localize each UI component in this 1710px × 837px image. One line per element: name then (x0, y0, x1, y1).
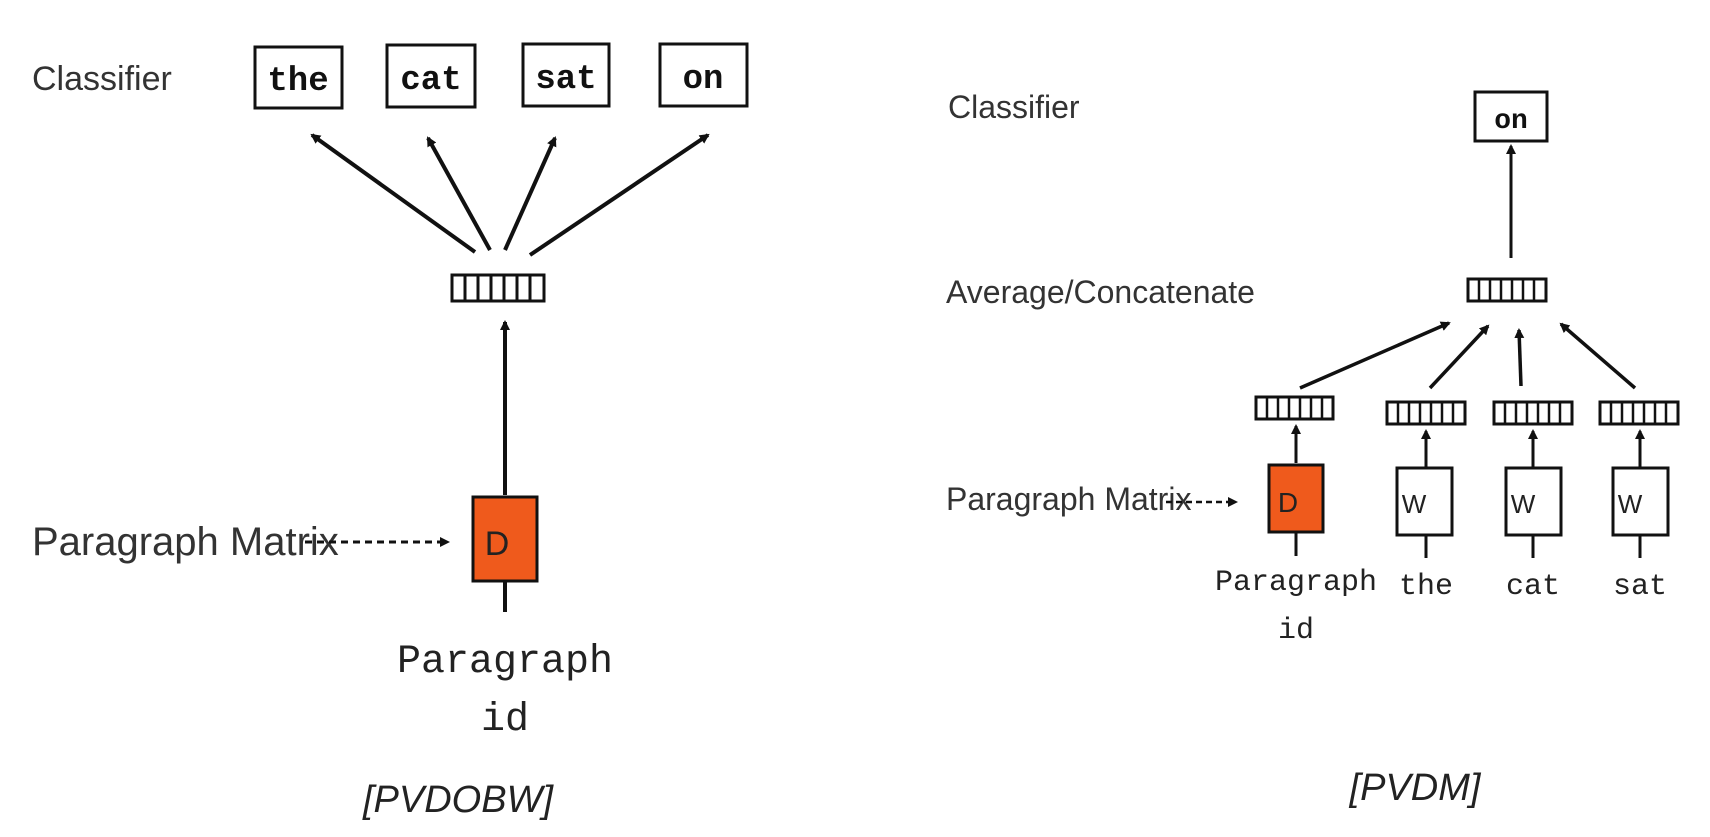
pvdbow-d-text: D (485, 525, 510, 563)
pvdbow-paragraph-id-line1: Paragraph (397, 640, 613, 685)
pvdbow-output-cat: cat (385, 43, 477, 109)
pvdm-w-text-sat: W (1618, 489, 1643, 519)
pvdbow-caption: [PVDOBW] (362, 779, 554, 821)
pvdm-input-the: the (1399, 570, 1453, 604)
pvdbow-paragraph-id-line2: id (481, 698, 529, 743)
pvdm-lookup-arrows (1291, 424, 1645, 468)
pvdbow-paragraph-d-box: D (471, 495, 539, 583)
pvdbow-hidden-vector (450, 273, 546, 303)
pvdm-output-on-text: on (1494, 106, 1528, 137)
pvdbow-diagram: Classifier the cat sat on (32, 42, 749, 821)
pvdm-w-text-the: W (1402, 489, 1427, 519)
pvdm-input-stems (1294, 532, 1642, 558)
pvdm-word-vector-sat (1598, 400, 1680, 426)
pvdbow-output-arrows (310, 133, 710, 257)
pvdm-d-text: D (1278, 487, 1298, 518)
pvdm-average-label: Average/Concatenate (946, 274, 1255, 310)
pvdbow-output-the-text: the (267, 63, 328, 101)
pvdm-paragraph-d-box: D (1267, 463, 1325, 534)
pvdbow-classifier-label: Classifier (32, 60, 172, 98)
pvdbow-output-the: the (253, 45, 344, 110)
pvdm-w-box-sat: W (1611, 466, 1670, 537)
pvdbow-paragraph-matrix-label: Paragraph Matrix (32, 520, 339, 564)
pvdm-paragraph-vector (1254, 395, 1335, 421)
pvdbow-output-on: on (658, 42, 749, 108)
pvdm-paragraph-matrix-label: Paragraph Matrix (946, 481, 1191, 517)
pvdm-hidden-vector (1466, 277, 1548, 303)
pvdm-output-on: on (1473, 90, 1549, 143)
pvdm-input-cat: cat (1506, 570, 1560, 604)
pvdm-w-text-cat: W (1511, 489, 1536, 519)
pvdbow-output-sat-text: sat (535, 61, 596, 99)
pvdm-word-vector-cat (1492, 400, 1574, 426)
pvdbow-output-on-text: on (683, 61, 724, 99)
pvdbow-output-cat-text: cat (400, 62, 461, 100)
pvdm-word-vector-the (1385, 400, 1467, 426)
pvdm-caption: [PVDM] (1349, 767, 1482, 809)
pvdm-input-sat: sat (1613, 570, 1667, 604)
pvdm-w-box-the: W (1395, 466, 1454, 537)
pvdm-diagram: Classifier on Average/Concatenate (946, 89, 1680, 809)
pvdm-paragraph-id-line2: id (1278, 614, 1314, 648)
pvdm-input-arrows (1299, 321, 1637, 390)
pvdbow-output-sat: sat (521, 42, 611, 108)
pvdm-w-box-cat: W (1504, 466, 1563, 537)
pvdm-classifier-label: Classifier (948, 89, 1080, 125)
pvdm-paragraph-id-line1: Paragraph (1215, 566, 1377, 600)
